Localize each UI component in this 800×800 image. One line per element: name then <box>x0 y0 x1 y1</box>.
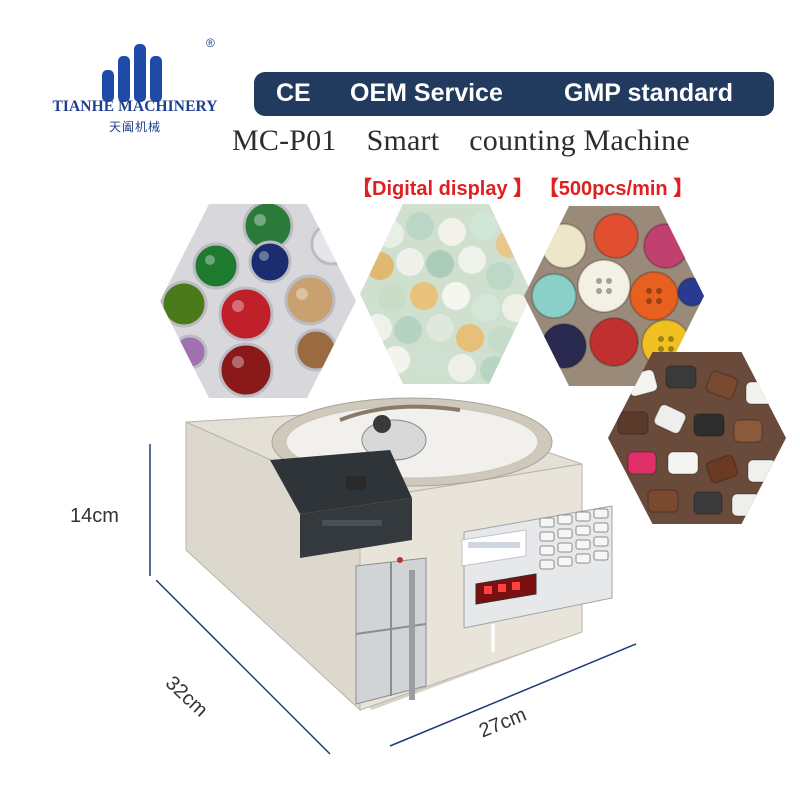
brand-name: TIANHE MACHINERY <box>52 98 218 115</box>
banner-item-oem: OEM Service <box>350 79 503 107</box>
depth-dimension-line <box>156 580 331 755</box>
title-word-counting-machine: counting Machine <box>469 124 690 157</box>
rhinestones-image <box>160 204 356 398</box>
feature-tags: 【Digital display 】 【500pcs/min 】 <box>352 178 694 200</box>
width-dimension-line <box>389 643 637 747</box>
model-number: MC-P01 <box>232 124 337 157</box>
product-title: MC-P01 Smart counting Machine <box>232 124 690 158</box>
pellets-image <box>608 352 786 524</box>
beads-image <box>360 204 532 384</box>
counting-machine <box>185 397 613 712</box>
title-word-smart: Smart <box>366 124 440 157</box>
registered-mark: ® <box>206 36 215 50</box>
banner-item-gmp: GMP standard <box>564 79 734 107</box>
brand-logo: ® TIANHE MACHINERY 天阖机械 <box>30 36 240 138</box>
logo-mark-icon <box>102 44 162 102</box>
height-dimension-line <box>149 444 151 576</box>
height-label: 14cm <box>70 505 119 527</box>
certification-banner: CE OEM Service GMP standard <box>254 72 774 116</box>
brand-name-chinese: 天阖机械 <box>108 120 161 134</box>
banner-item-ce: CE <box>276 79 311 107</box>
